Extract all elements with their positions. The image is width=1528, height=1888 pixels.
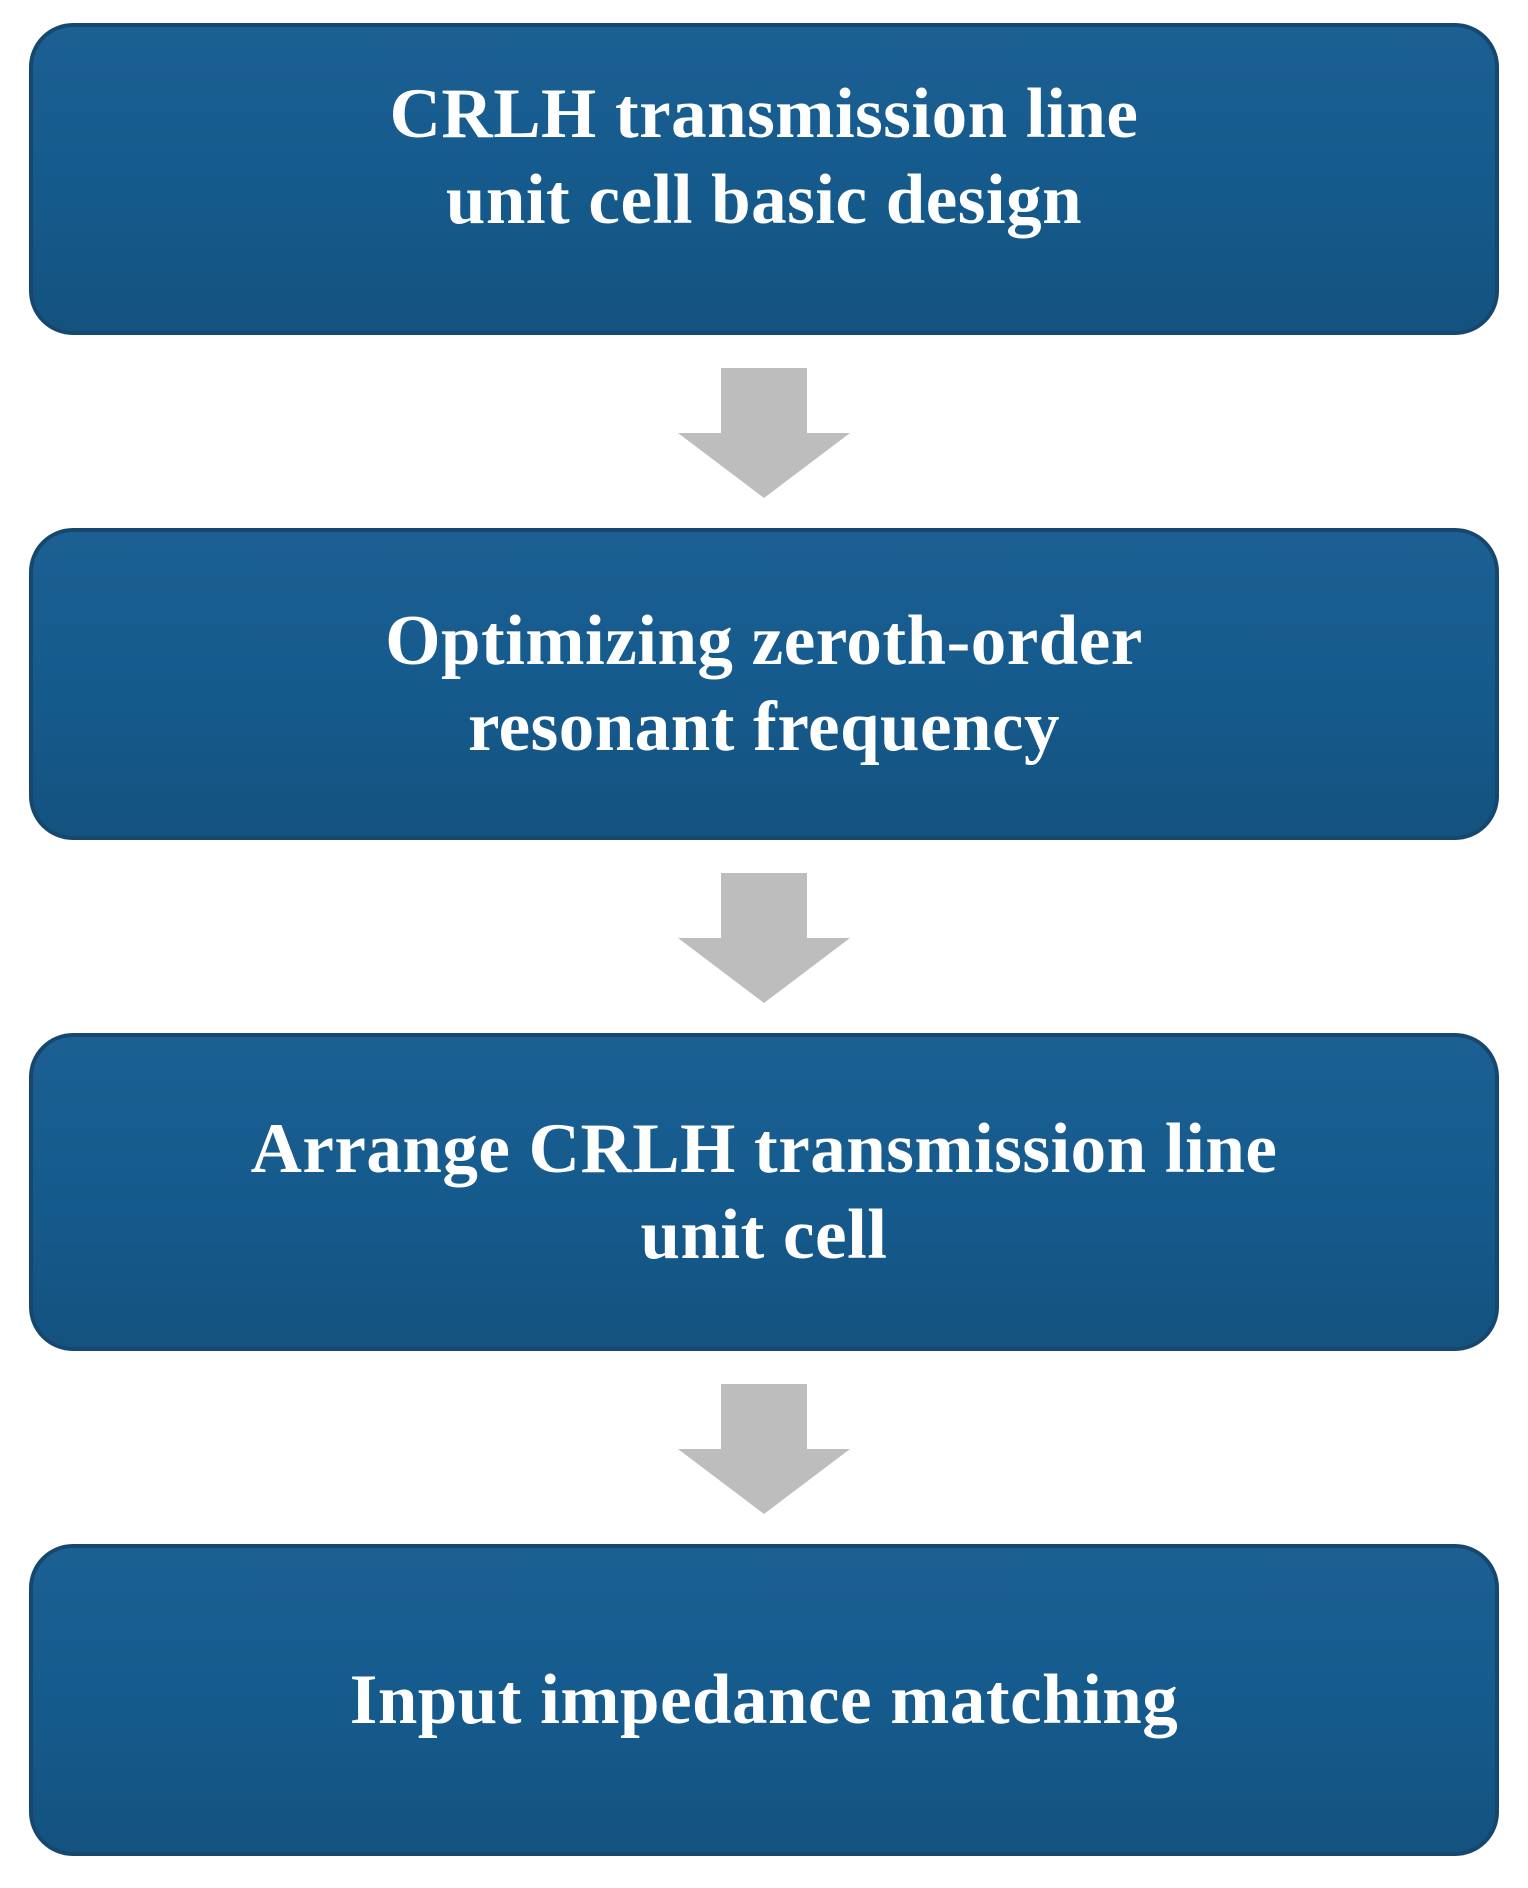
flow-step-1-label-line-2: unit cell basic design bbox=[445, 161, 1083, 239]
flow-step-2-label: Optimizing zeroth-order resonant frequen… bbox=[385, 598, 1143, 770]
flow-step-2-label-line-2: resonant frequency bbox=[467, 688, 1061, 766]
flow-step-3-label-line-2: unit cell bbox=[640, 1196, 888, 1274]
down-arrow-icon bbox=[678, 873, 850, 1003]
flow-step-1-label: CRLH transmission line unit cell basic d… bbox=[390, 71, 1139, 243]
flow-step-2: Optimizing zeroth-order resonant frequen… bbox=[29, 528, 1499, 840]
flow-step-4: Input impedance matching bbox=[29, 1544, 1499, 1856]
flow-step-2-label-line-1: Optimizing zeroth-order bbox=[385, 602, 1143, 680]
flow-step-4-label-line-1: Input impedance matching bbox=[349, 1661, 1179, 1739]
down-arrow-icon bbox=[678, 1384, 850, 1514]
flow-step-1: CRLH transmission line unit cell basic d… bbox=[29, 23, 1499, 335]
down-arrow-icon bbox=[678, 368, 850, 498]
flow-step-3-label: Arrange CRLH transmission line unit cell bbox=[251, 1106, 1278, 1278]
flow-step-3: Arrange CRLH transmission line unit cell bbox=[29, 1033, 1499, 1351]
flow-step-3-label-line-1: Arrange CRLH transmission line bbox=[250, 1110, 1278, 1188]
flow-step-4-label: Input impedance matching bbox=[350, 1657, 1179, 1743]
flow-step-1-label-line-1: CRLH transmission line bbox=[389, 75, 1139, 153]
